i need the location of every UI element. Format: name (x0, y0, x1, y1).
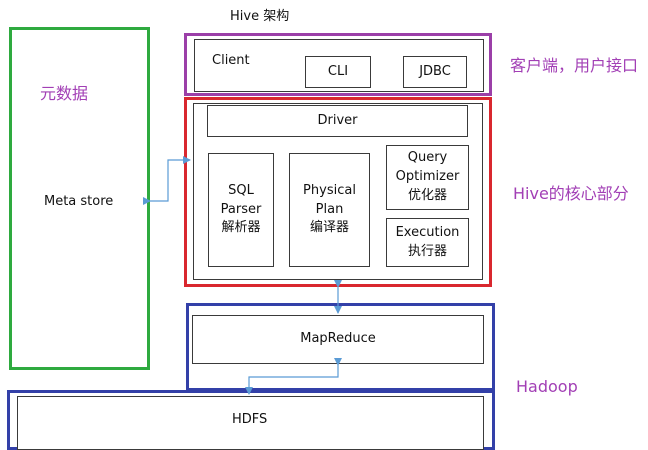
metastore-side-label: 元数据 (40, 84, 89, 103)
mapreduce-box: MapReduce (192, 315, 484, 364)
driver-box: Driver (207, 105, 468, 137)
sql-parser-box: SQL Parser 解析器 (208, 153, 274, 267)
query-optimizer-box: Query Optimizer 优化器 (386, 145, 469, 210)
jdbc-box: JDBC (403, 56, 467, 88)
execution-box: Execution 执行器 (386, 218, 469, 267)
core-annotation: Hive的核心部分 (513, 184, 629, 203)
client-annotation: 客户端，用户接口 (510, 56, 639, 75)
metastore-label: Meta store (44, 194, 114, 209)
cli-box: CLI (305, 56, 371, 88)
client-title: Client (212, 53, 250, 68)
hdfs-label: HDFS (232, 412, 268, 427)
diagram-title: Hive 架构 (230, 9, 290, 24)
hadoop-annotation: Hadoop (516, 377, 578, 396)
physical-plan-box: Physical Plan 编译器 (289, 153, 370, 267)
hdfs-box (17, 396, 484, 450)
client-layer-frame (184, 33, 492, 96)
